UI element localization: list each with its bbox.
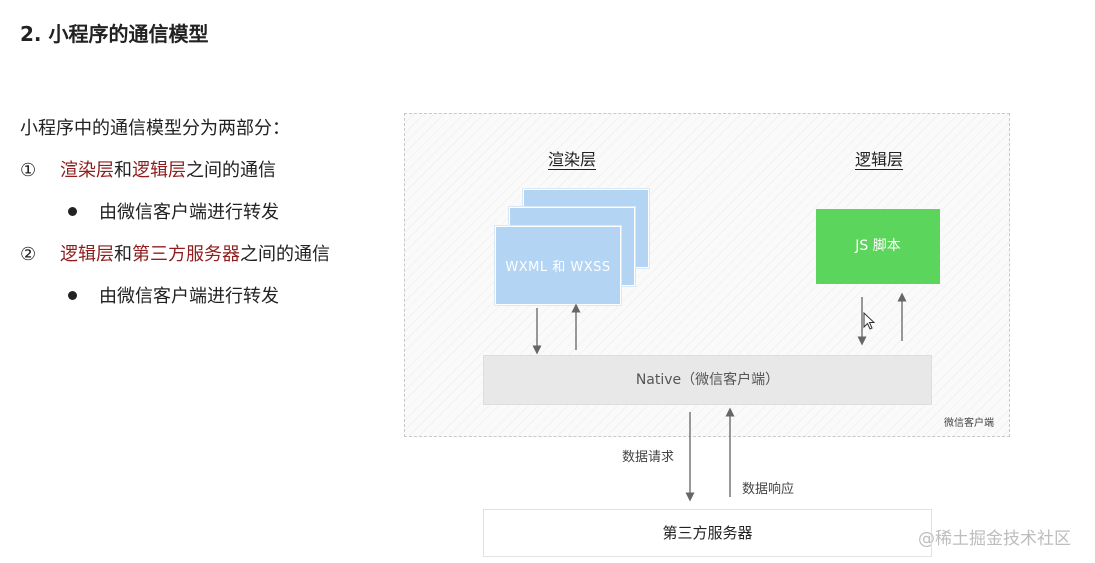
watermark: @稀土掘金技术社区	[918, 529, 1071, 549]
wechat-client-label: 微信客户端	[944, 418, 994, 429]
js-script-text: JS 脚本	[855, 238, 901, 254]
highlight-render-layer: 渲染层	[60, 160, 114, 181]
data-response-label: 数据响应	[742, 482, 795, 497]
intro-text: 小程序中的通信模型分为两部分：	[20, 118, 290, 139]
mouse-cursor-icon	[863, 311, 876, 330]
native-text: Native（微信客户端）	[635, 372, 780, 388]
point-connector: 和	[114, 160, 132, 181]
point-connector: 和	[114, 244, 132, 265]
wxml-card-front: WXML 和 WXSS	[495, 226, 621, 305]
sub-point-one: 由微信客户端进行转发	[68, 198, 279, 224]
wxml-wxss-text: WXML 和 WXSS	[505, 260, 611, 275]
logic-layer-label: 逻辑层	[855, 150, 904, 169]
point-number: ①	[20, 160, 37, 181]
point-rest: 之间的通信	[240, 244, 330, 265]
third-party-server-box: 第三方服务器	[483, 509, 932, 557]
js-script-box: JS 脚本	[816, 209, 940, 284]
data-request-label: 数据请求	[622, 450, 675, 465]
third-party-server-text: 第三方服务器	[662, 524, 753, 542]
point-two: ② 逻辑层和第三方服务器之间的通信	[20, 240, 330, 266]
highlight-third-party-server: 第三方服务器	[132, 244, 240, 265]
point-number: ②	[20, 244, 37, 265]
sub-point-two: 由微信客户端进行转发	[68, 282, 279, 308]
sub-point-text: 由微信客户端进行转发	[99, 286, 279, 307]
sub-point-text: 由微信客户端进行转发	[99, 202, 279, 223]
native-client-bar: Native（微信客户端）	[483, 355, 932, 405]
bullet-icon	[68, 206, 77, 216]
highlight-logic-layer: 逻辑层	[132, 160, 186, 181]
page-title: 2. 小程序的通信模型	[20, 22, 209, 46]
highlight-logic-layer: 逻辑层	[60, 244, 114, 265]
point-one: ① 渲染层和逻辑层之间的通信	[20, 156, 276, 182]
point-rest: 之间的通信	[186, 160, 276, 181]
bullet-icon	[68, 290, 77, 300]
render-layer-label: 渲染层	[548, 150, 597, 169]
